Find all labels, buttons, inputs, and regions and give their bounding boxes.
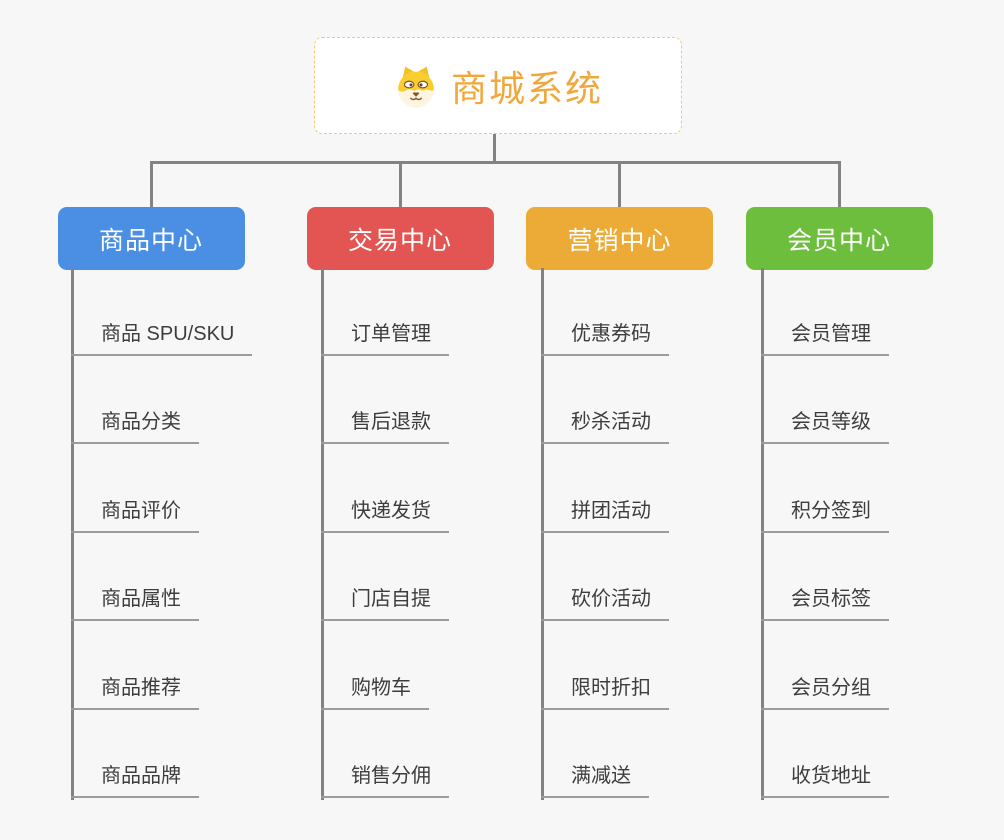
branch-label: 营销中心 [567,226,672,255]
child-node-label: 商品评价 [101,499,181,522]
child-node[interactable]: 收货地址 [761,710,889,798]
branch-node-1[interactable]: 交易中心 [306,207,494,270]
child-node[interactable]: 销售分佣 [321,710,449,798]
child-node[interactable]: 优惠券码 [541,268,669,356]
child-node-label: 满减送 [571,764,631,787]
child-node-label: 会员分组 [791,676,871,699]
child-node[interactable]: 商品品牌 [71,710,199,798]
child-node-label: 门店自提 [351,588,431,611]
dog-face-icon [393,63,439,109]
branch-node-3[interactable]: 会员中心 [745,207,933,270]
child-node-label: 售后退款 [351,411,431,434]
child-node-label: 快递发货 [351,499,431,522]
child-node[interactable]: 砍价活动 [541,533,669,622]
branch-child-connector [71,268,74,800]
child-node-label: 收货地址 [791,764,871,787]
child-node-label: 销售分佣 [351,764,431,787]
connector-branch-drop-1 [398,161,402,207]
child-node-label: 商品属性 [101,588,181,611]
child-node-label: 商品推荐 [101,676,181,699]
child-node[interactable]: 积分签到 [761,444,889,533]
child-node-label: 订单管理 [351,322,431,345]
child-node-label: 优惠券码 [571,322,651,345]
branch-child-connector [541,268,544,800]
child-node[interactable]: 商品分类 [71,356,199,445]
child-node[interactable]: 商品 SPU/SKU [71,268,253,356]
child-node[interactable]: 门店自提 [321,533,449,622]
child-node-label: 限时折扣 [571,676,651,699]
child-node[interactable]: 快递发货 [321,444,449,533]
branch-label: 商品中心 [98,226,203,255]
child-node[interactable]: 购物车 [321,621,429,710]
child-node[interactable]: 秒杀活动 [541,356,669,445]
child-node[interactable]: 会员标签 [761,533,889,622]
connector-branch-drop-0 [149,161,153,207]
branch-child-connector [761,268,764,800]
child-node[interactable]: 满减送 [541,710,649,798]
child-node[interactable]: 会员管理 [761,268,889,356]
child-node-label: 商品 SPU/SKU [101,322,235,345]
branch-label: 会员中心 [786,226,891,255]
child-node-label: 会员标签 [791,588,871,611]
branch-children: 会员管理 会员等级 积分签到 会员标签 会员分组 收货地址 [761,268,889,798]
connector-branch-drop-3 [837,161,841,207]
child-node[interactable]: 限时折扣 [541,621,669,710]
branch-children: 订单管理 售后退款 快递发货 门店自提 购物车 销售分佣 [321,268,449,798]
branch-children: 优惠券码 秒杀活动 拼团活动 砍价活动 限时折扣 满减送 [541,268,669,798]
branch-label: 交易中心 [347,226,452,255]
child-node-label: 商品分类 [101,411,181,434]
child-node-label: 会员等级 [791,411,871,434]
child-node[interactable]: 会员分组 [761,621,889,710]
child-node[interactable]: 会员等级 [761,356,889,445]
child-node[interactable]: 商品属性 [71,533,199,622]
child-node[interactable]: 售后退款 [321,356,449,445]
root-node[interactable]: 商城系统 [314,37,682,134]
child-node[interactable]: 订单管理 [321,268,449,356]
child-node[interactable]: 拼团活动 [541,444,669,533]
child-node[interactable]: 商品评价 [71,444,199,533]
child-node[interactable]: 商品推荐 [71,621,199,710]
child-node-label: 拼团活动 [571,499,651,522]
branch-child-connector [321,268,324,800]
child-node-label: 积分签到 [791,499,871,522]
child-node-label: 购物车 [351,676,411,699]
connector-horizontal-bar [149,161,841,164]
branch-children: 商品 SPU/SKU 商品分类 商品评价 商品属性 商品推荐 商品品牌 [71,268,253,798]
child-node-label: 商品品牌 [101,764,181,787]
child-node-label: 砍价活动 [571,588,651,611]
connector-branch-drop-2 [618,161,621,207]
branch-node-0[interactable]: 商品中心 [57,207,245,270]
branch-node-2[interactable]: 营销中心 [526,207,713,270]
root-title: 商城系统 [450,67,603,109]
child-node-label: 秒杀活动 [571,411,651,434]
connector-root-stem [492,134,496,164]
child-node-label: 会员管理 [791,322,871,345]
